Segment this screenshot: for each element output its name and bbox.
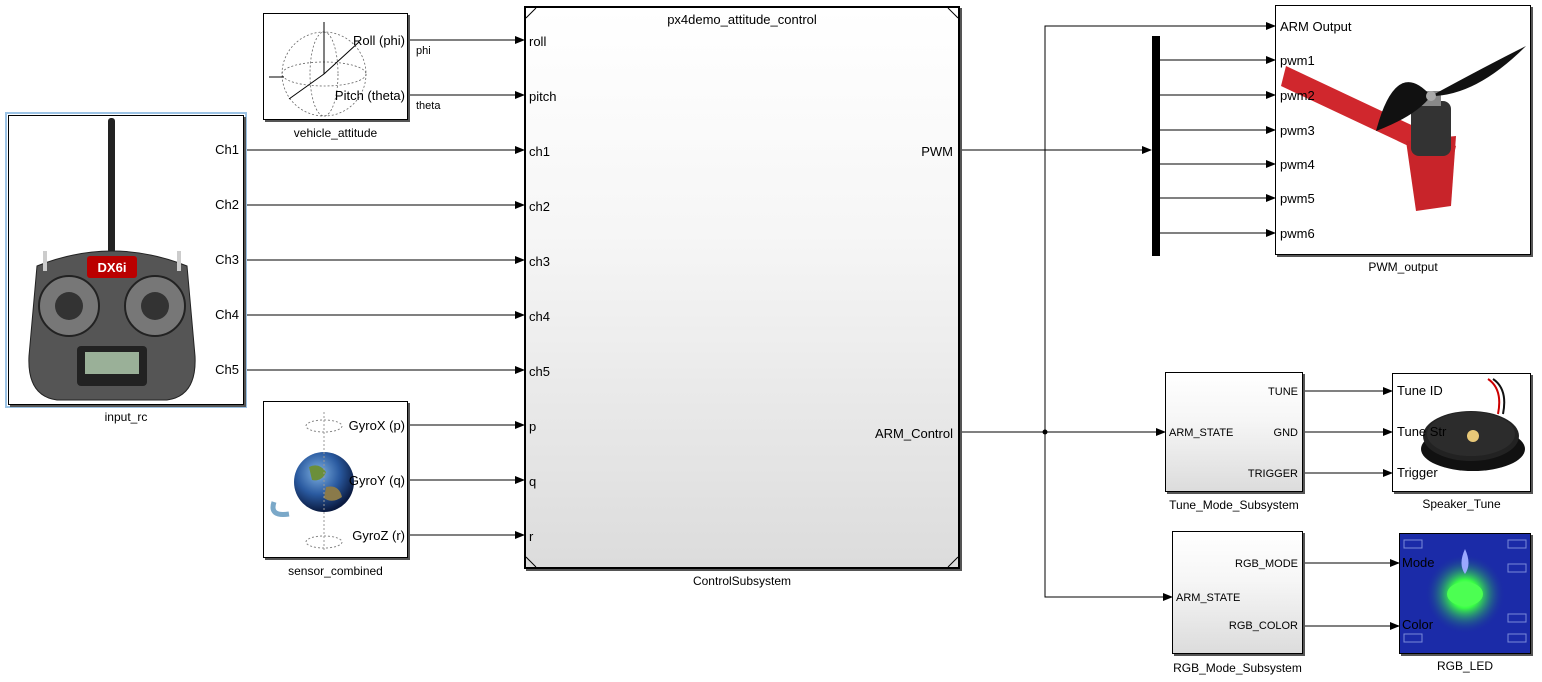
buzzer-icon bbox=[1421, 378, 1525, 471]
port-ch3: Ch3 bbox=[215, 252, 239, 267]
port-in-r: r bbox=[529, 529, 534, 544]
control-subsystem-title: px4demo_attitude_control bbox=[667, 12, 817, 27]
port-in-ch2: ch2 bbox=[529, 199, 550, 214]
port-in-pitch: pitch bbox=[529, 89, 557, 104]
port-out-pwm: PWM bbox=[921, 144, 953, 159]
port-gyroz: GyroZ (r) bbox=[352, 528, 405, 543]
port-in-roll: roll bbox=[529, 34, 547, 49]
input-rc-selection[interactable] bbox=[5, 112, 247, 408]
quad-arm-propeller-icon bbox=[1281, 46, 1526, 211]
tune-port-tune: TUNE bbox=[1268, 386, 1298, 398]
wire-arm-output[interactable] bbox=[1044, 22, 1276, 432]
demux-bar[interactable] bbox=[1152, 36, 1160, 256]
port-out-arm-control: ARM_Control bbox=[874, 426, 953, 441]
port-gyroy: GyroY (q) bbox=[348, 473, 405, 488]
port-pitch: Pitch (theta) bbox=[334, 88, 405, 103]
corner-marks bbox=[526, 8, 958, 567]
sensor-combined-caption: sensor_combined bbox=[288, 564, 383, 578]
port-ch5: Ch5 bbox=[215, 362, 239, 377]
radio-transmitter-icon: DX6i bbox=[28, 118, 196, 401]
port-gyrox: GyroX (p) bbox=[348, 418, 405, 433]
port-pwm4: pwm4 bbox=[1280, 157, 1315, 172]
control-subsystem-block[interactable]: px4demo_attitude_control roll pitch ch1 … bbox=[524, 6, 960, 569]
port-pwm6: pwm6 bbox=[1280, 226, 1315, 241]
port-ch2: Ch2 bbox=[215, 197, 239, 212]
port-pwm2: pwm2 bbox=[1280, 88, 1315, 103]
port-arm-output: ARM Output bbox=[1280, 19, 1352, 34]
pwm-output-block[interactable]: ARM Output pwm1 pwm2 pwm3 pwm4 pwm5 pwm6 bbox=[1275, 5, 1531, 255]
branch-point bbox=[1042, 429, 1048, 435]
sensor-combined-block[interactable]: GyroX (p) GyroY (q) GyroZ (r) bbox=[263, 401, 408, 558]
pwm-output-caption: PWM_output bbox=[1368, 260, 1438, 274]
rgb-mode-caption: RGB_Mode_Subsystem bbox=[1173, 661, 1302, 675]
rgb-port-arm-state: ARM_STATE bbox=[1176, 592, 1241, 604]
tune-port-trigger: TRIGGER bbox=[1247, 468, 1298, 480]
wire-arm-rgb[interactable] bbox=[1044, 432, 1173, 601]
speaker-port-tune-str: Tune Str bbox=[1397, 424, 1447, 439]
tune-port-gnd: GND bbox=[1273, 427, 1298, 439]
vehicle-attitude-caption: vehicle_attitude bbox=[293, 126, 378, 140]
rgb-led-block[interactable]: Mode Color bbox=[1399, 533, 1531, 654]
port-pwm3: pwm3 bbox=[1280, 123, 1315, 138]
port-in-q: q bbox=[529, 474, 537, 489]
rgb-led-caption: RGB_LED bbox=[1436, 659, 1494, 673]
signal-label-phi: phi bbox=[416, 45, 431, 57]
tune-mode-caption: Tune_Mode_Subsystem bbox=[1169, 498, 1299, 512]
tune-port-arm-state: ARM_STATE bbox=[1169, 427, 1234, 439]
rgb-port-mode: RGB_MODE bbox=[1235, 558, 1298, 570]
port-pwm5: pwm5 bbox=[1280, 191, 1315, 206]
led-board-icon bbox=[1400, 534, 1530, 653]
port-in-ch4: ch4 bbox=[529, 309, 550, 324]
port-in-ch3: ch3 bbox=[529, 254, 550, 269]
rgb-mode-subsystem-block[interactable]: ARM_STATE RGB_MODE RGB_COLOR bbox=[1172, 531, 1303, 654]
port-in-ch5: ch5 bbox=[529, 364, 550, 379]
speaker-tune-caption: Speaker_Tune bbox=[1422, 497, 1501, 511]
rgb-port-color: RGB_COLOR bbox=[1228, 620, 1298, 632]
port-in-p: p bbox=[529, 419, 537, 434]
speaker-tune-block[interactable]: Tune ID Tune Str Trigger bbox=[1392, 373, 1531, 492]
input-rc-caption: input_rc bbox=[104, 410, 148, 424]
port-roll: Roll (phi) bbox=[352, 33, 405, 48]
port-ch1: Ch1 bbox=[215, 142, 239, 157]
speaker-port-trigger: Trigger bbox=[1397, 465, 1438, 480]
speaker-port-tune-id: Tune ID bbox=[1397, 383, 1443, 398]
tune-mode-subsystem-block[interactable]: ARM_STATE TUNE GND TRIGGER bbox=[1165, 372, 1303, 492]
input-rc-block[interactable]: DX6i Ch1 Ch2 Ch3 Ch4 Ch5 bbox=[8, 115, 244, 405]
port-pwm1: pwm1 bbox=[1280, 53, 1315, 68]
attitude-sphere-icon bbox=[269, 22, 367, 117]
port-ch4: Ch4 bbox=[215, 307, 239, 322]
earth-globe-icon bbox=[270, 412, 354, 552]
signal-label-theta: theta bbox=[416, 100, 441, 112]
led-port-mode: Mode bbox=[1402, 555, 1435, 570]
port-in-ch1: ch1 bbox=[529, 144, 550, 159]
radio-brand-text: DX6i bbox=[98, 260, 127, 275]
led-port-color: Color bbox=[1402, 617, 1434, 632]
vehicle-attitude-block[interactable]: Roll (phi) Pitch (theta) bbox=[263, 13, 408, 120]
control-subsystem-caption: ControlSubsystem bbox=[692, 574, 792, 588]
